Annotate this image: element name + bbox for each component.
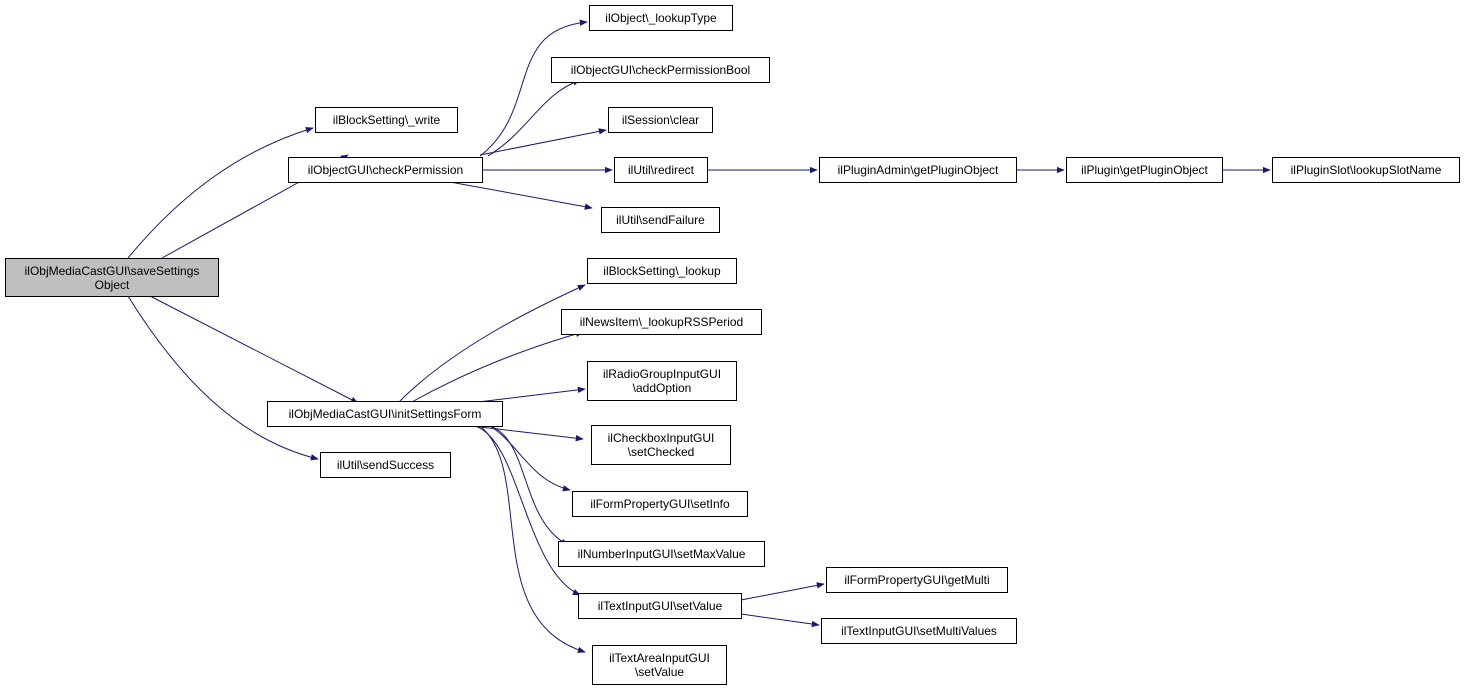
- node-label: ilPluginSlot\lookupSlotName: [1290, 163, 1442, 177]
- node-lookup-type[interactable]: ilObject\_lookupType: [589, 5, 733, 31]
- node-session-clear[interactable]: ilSession\clear: [608, 107, 713, 133]
- node-label-line2: \setValue: [634, 665, 685, 679]
- node-send-success[interactable]: ilUtil\sendSuccess: [320, 452, 451, 478]
- node-label: ilBlockSetting\_lookup: [603, 264, 721, 278]
- edge-setvalue-set-multi: [740, 613, 820, 628]
- node-label: ilTextInputGUI\setMultiValues: [841, 624, 997, 638]
- edge-init-number-set-max: [489, 425, 569, 546]
- node-radio-group-add-option[interactable]: ilRadioGroupInputGUI \addOption: [587, 361, 737, 401]
- node-util-redirect[interactable]: ilUtil\redirect: [614, 157, 708, 183]
- node-label-line1: ilTextAreaInputGUI: [609, 651, 710, 665]
- node-label: ilSession\clear: [621, 113, 700, 127]
- node-text-area-set-value[interactable]: ilTextAreaInputGUI \setValue: [592, 645, 727, 685]
- node-number-input-set-max-value[interactable]: ilNumberInputGUI\setMaxValue: [558, 541, 765, 567]
- node-label-line1: ilObjMediaCastGUI\saveSettings: [24, 263, 200, 278]
- node-label: ilUtil\sendFailure: [616, 213, 705, 227]
- edge-init-textarea-set-value: [479, 425, 586, 653]
- edge-root-send-success: [127, 295, 319, 461]
- node-label: ilObject\_lookupType: [605, 11, 717, 25]
- node-label: ilPluginAdmin\getPluginObject: [837, 163, 999, 177]
- edge-check-lookup-type: [479, 19, 588, 157]
- node-label: ilUtil\redirect: [627, 163, 694, 177]
- node-text-input-set-multi-values[interactable]: ilTextInputGUI\setMultiValues: [821, 618, 1017, 644]
- node-block-setting-write[interactable]: ilBlockSetting\_write: [315, 107, 458, 133]
- edge-check-permission-bool: [487, 79, 581, 157]
- node-label-line1: ilCheckboxInputGUI: [607, 431, 715, 445]
- node-send-failure[interactable]: ilUtil\sendFailure: [601, 207, 720, 233]
- node-check-permission-bool[interactable]: ilObjectGUI\checkPermissionBool: [551, 57, 770, 83]
- node-text-input-set-value[interactable]: ilTextInputGUI\setValue: [578, 593, 742, 619]
- node-plugin-slot-lookup-slot-name[interactable]: ilPluginSlot\lookupSlotName: [1272, 157, 1460, 183]
- node-label: ilBlockSetting\_write: [332, 113, 441, 127]
- edge-init-checkbox-set-checked: [471, 425, 584, 442]
- node-news-lookup-rss-period[interactable]: ilNewsItem\_lookupRSSPeriod: [561, 309, 762, 335]
- edge-init-text-set-value: [474, 425, 581, 596]
- node-form-property-set-info[interactable]: ilFormPropertyGUI\setInfo: [572, 491, 748, 517]
- node-label-line2: \addOption: [632, 381, 692, 395]
- edge-root-block-write: [127, 127, 314, 259]
- node-init-settings-form[interactable]: ilObjMediaCastGUI\initSettingsForm: [267, 401, 503, 427]
- node-label: ilObjectGUI\checkPermission: [307, 163, 464, 177]
- node-label: ilTextInputGUI\setValue: [597, 599, 723, 613]
- edge-setvalue-get-multi: [740, 582, 825, 601]
- node-check-permission[interactable]: ilObjectGUI\checkPermission: [288, 157, 483, 183]
- edge-init-radio-add-option: [469, 386, 586, 404]
- node-label: ilNewsItem\_lookupRSSPeriod: [579, 315, 744, 329]
- edge-check-send-failure: [449, 181, 593, 210]
- edge-init-block-lookup: [397, 284, 586, 404]
- node-label: ilFormPropertyGUI\setInfo: [590, 497, 730, 511]
- edge-check-session-clear: [479, 128, 607, 156]
- edge-init-form-set-info: [489, 425, 571, 492]
- node-checkbox-set-checked[interactable]: ilCheckboxInputGUI \setChecked: [591, 425, 731, 465]
- node-form-property-get-multi[interactable]: ilFormPropertyGUI\getMulti: [826, 567, 1008, 593]
- node-label: ilUtil\sendSuccess: [336, 458, 435, 472]
- node-label: ilFormPropertyGUI\getMulti: [844, 573, 990, 587]
- node-label-line2: Object: [94, 277, 130, 292]
- edge-root-init-settings-form: [149, 295, 359, 404]
- edge-init-news-lookup: [409, 330, 584, 404]
- node-block-setting-lookup[interactable]: ilBlockSetting\_lookup: [587, 258, 737, 284]
- node-label: ilPlugin\getPluginObject: [1081, 163, 1208, 177]
- node-label-line1: ilRadioGroupInputGUI: [602, 367, 722, 381]
- node-label: ilNumberInputGUI\setMaxValue: [577, 547, 746, 561]
- node-label: ilObjectGUI\checkPermissionBool: [570, 63, 751, 77]
- node-label-line2: \setChecked: [627, 445, 695, 459]
- node-save-settings-object[interactable]: ilObjMediaCastGUI\saveSettings Object: [5, 258, 219, 297]
- node-plugin-admin-get-plugin-object[interactable]: ilPluginAdmin\getPluginObject: [819, 157, 1017, 183]
- node-plugin-get-plugin-object[interactable]: ilPlugin\getPluginObject: [1066, 157, 1223, 183]
- node-label: ilObjMediaCastGUI\initSettingsForm: [288, 407, 482, 421]
